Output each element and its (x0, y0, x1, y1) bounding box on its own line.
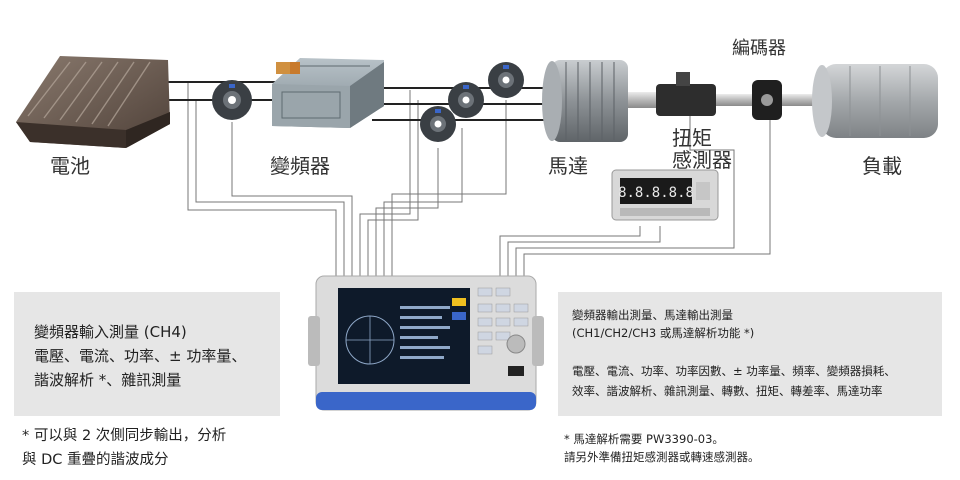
inverter-output-title: 變頻器輸出測量、馬達輸出測量 (572, 308, 733, 322)
inverter-input-title: 變頻器輸入測量 (CH4) (34, 323, 187, 341)
load-machine (812, 64, 938, 138)
right-footnote-line2: 請另外準備扭矩感測器或轉速感測器。 (564, 450, 760, 464)
current-sensor-battery (212, 80, 252, 120)
current-sensor-u (488, 62, 524, 98)
inverter-output-line1: 電壓、電流、功率、功率因數、± 功率量、頻率、變頻器損耗、 (572, 364, 896, 378)
inverter-input-line2: 諧波解析 *、雜訊測量 (34, 371, 182, 389)
motor-body (542, 60, 660, 142)
encoder-label: 編碼器 (732, 38, 786, 59)
inverter-label: 變頻器 (270, 154, 330, 178)
load-label: 負載 (862, 154, 902, 178)
right-footnote-line1: * 馬達解析需要 PW3390-03。 (564, 432, 724, 446)
signal-lines (187, 82, 771, 276)
inverter-input-line1: 電壓、電流、功率、± 功率量、 (34, 347, 247, 365)
torque-sensor (656, 72, 752, 116)
left-footnote-line2: 與 DC 重疊的諧波成分 (22, 452, 169, 468)
torque-sensor-label-line2: 感測器 (672, 148, 732, 172)
inverter-input-panel: 變頻器輸入測量 (CH4) 電壓、電流、功率、± 功率量、 諧波解析 *、雜訊測… (14, 292, 280, 416)
motor-label: 馬達 (548, 154, 588, 178)
current-sensor-v (448, 82, 484, 118)
inverter-unit (272, 58, 384, 128)
torque-display-value: 8.8.8.8.8 (618, 185, 694, 201)
inverter-output-line2: 效率、諧波解析、雜訊測量、轉數、扭矩、轉差率、馬達功率 (572, 384, 883, 398)
inverter-output-subtitle: (CH1/CH2/CH3 或馬達解析功能 *) (572, 326, 755, 340)
battery-label: 電池 (50, 154, 90, 178)
power-analyzer (308, 275, 544, 411)
encoder (752, 80, 822, 120)
current-sensor-w (420, 106, 456, 142)
battery-pack (16, 56, 170, 148)
inverter-output-panel: 變頻器輸出測量、馬達輸出測量 (CH1/CH2/CH3 或馬達解析功能 *) 電… (558, 292, 942, 416)
torque-display-meter (611, 169, 719, 221)
left-footnote-line1: * 可以與 2 次側同步輸出，分析 (22, 428, 227, 444)
torque-sensor-label-line1: 扭矩 (672, 126, 712, 150)
